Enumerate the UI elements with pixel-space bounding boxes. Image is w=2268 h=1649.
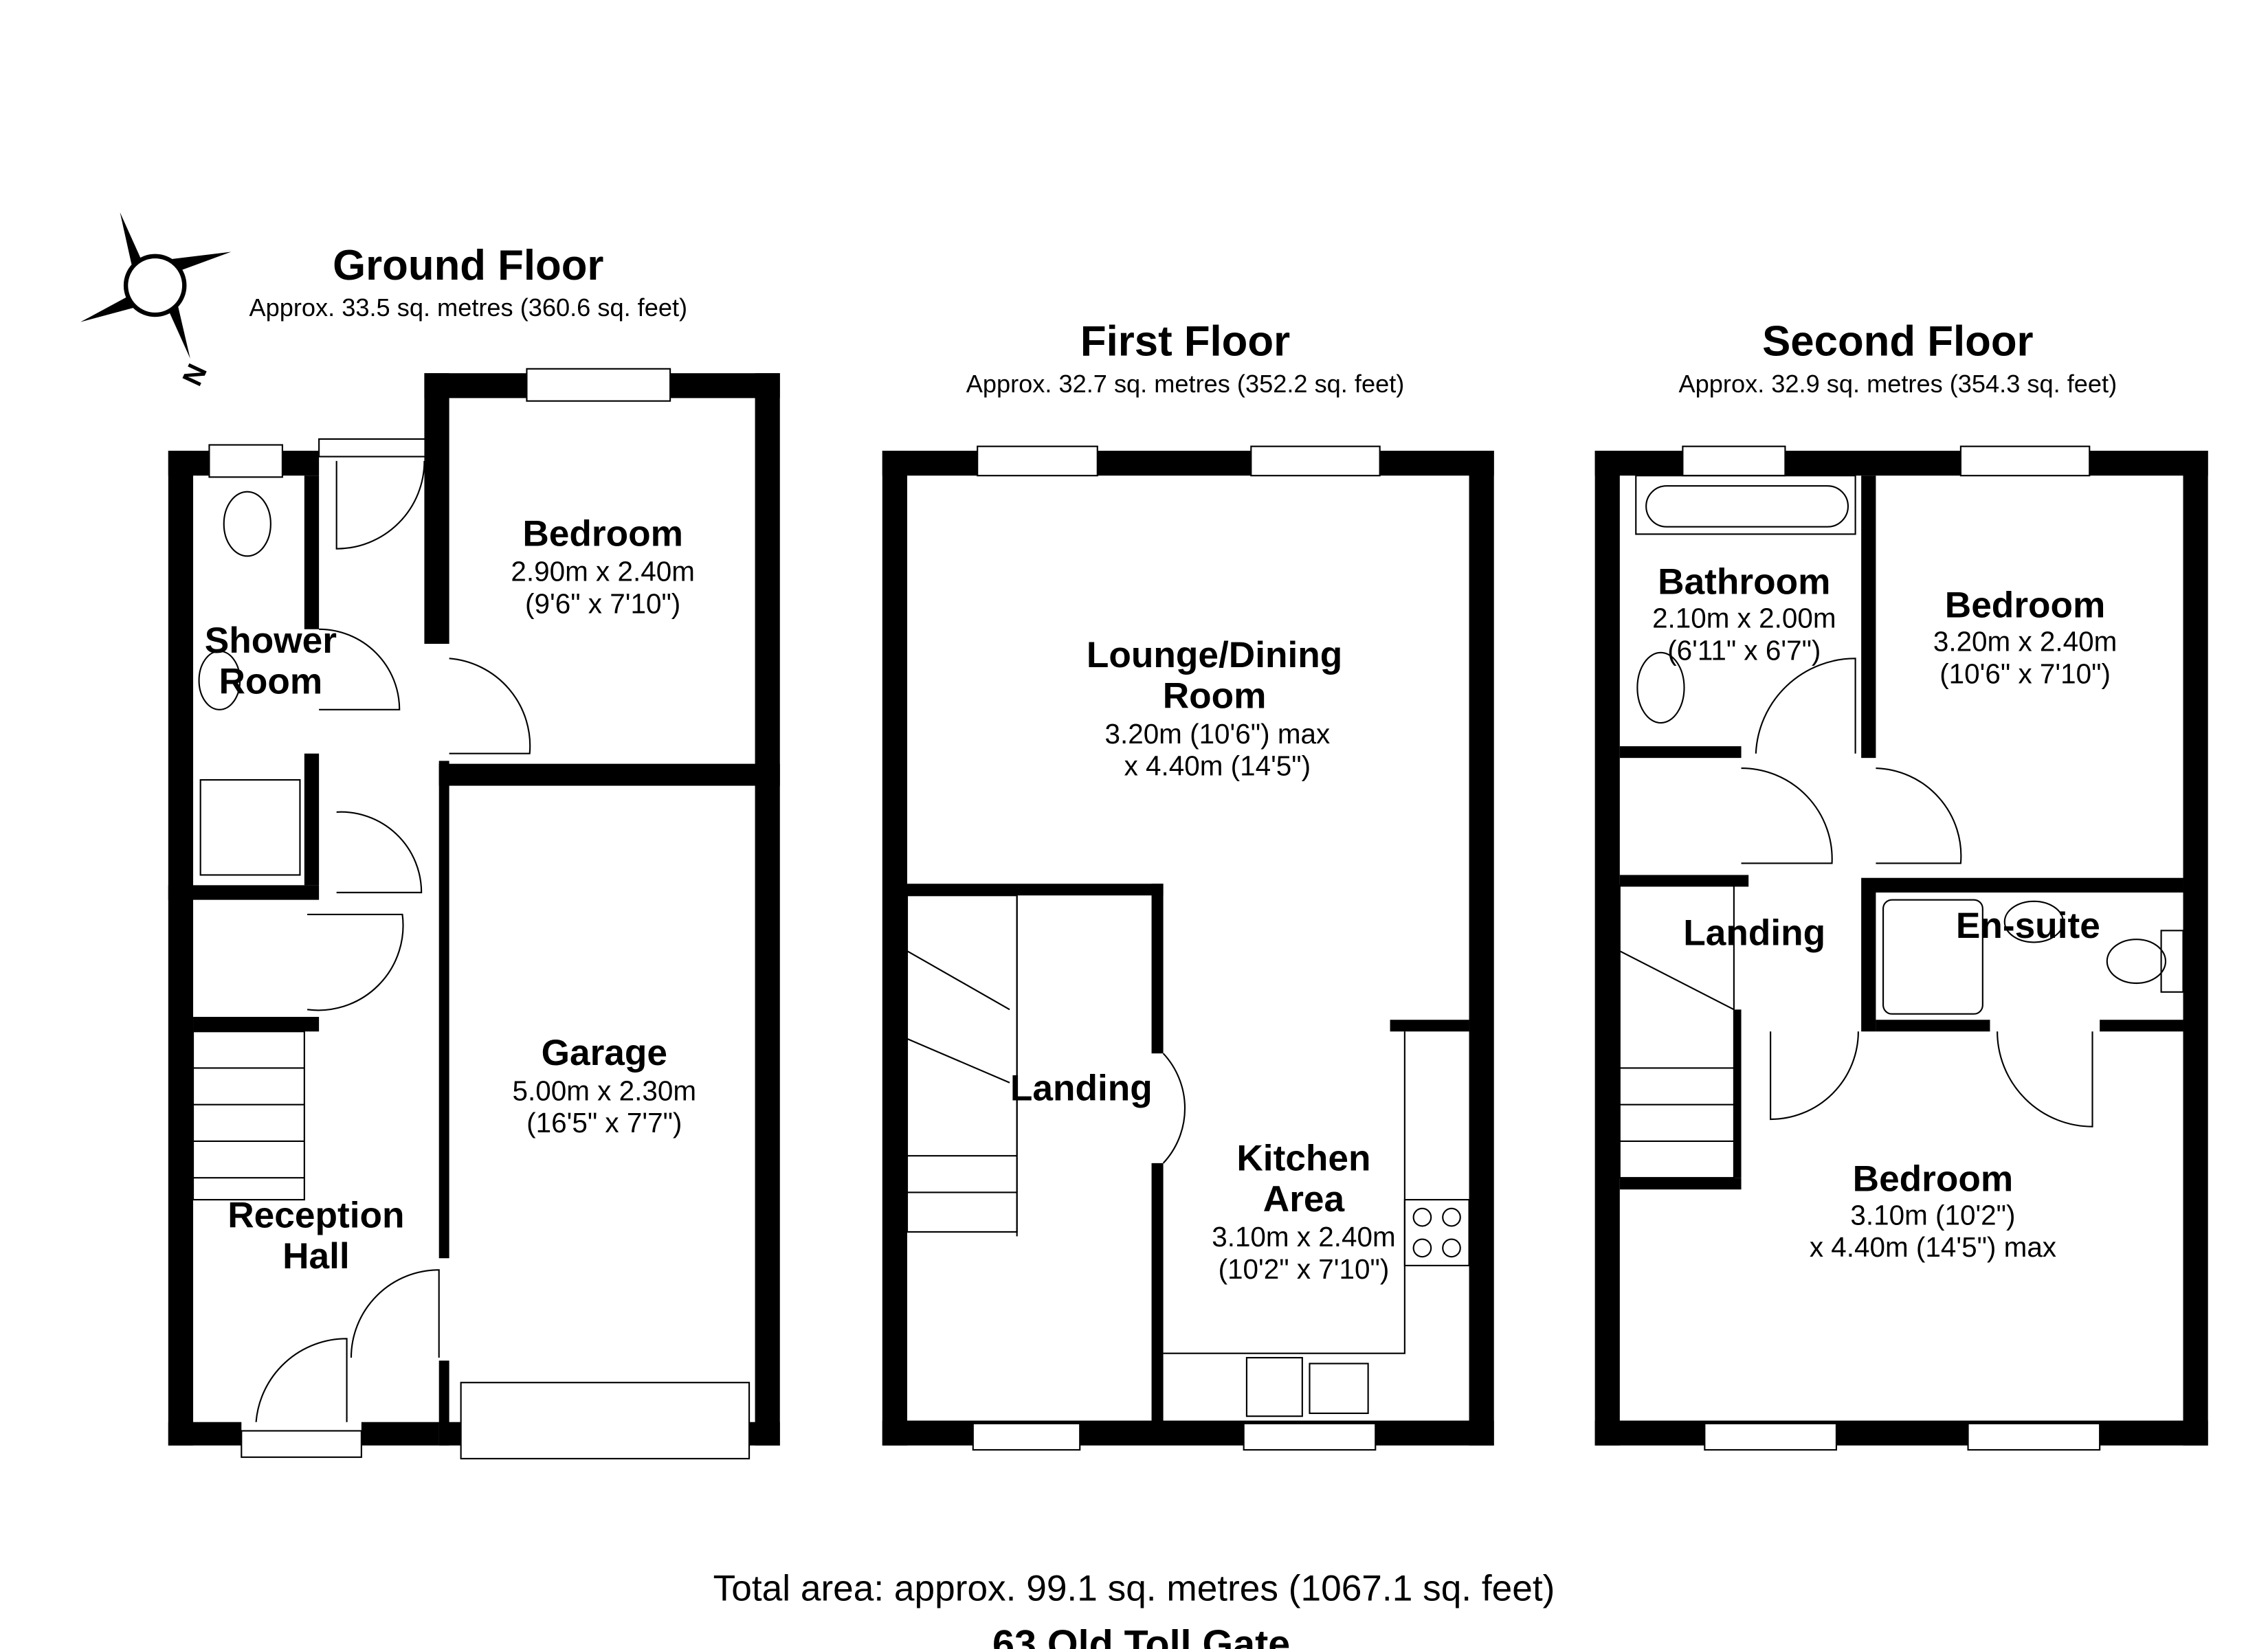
first-floor-title: First Floor (1080, 318, 1290, 366)
room-name: Bathroom (1658, 562, 1830, 603)
room-name: Landing (1010, 1068, 1153, 1108)
room-dims: 3.10m x 2.40m (1212, 1221, 1395, 1253)
room-dims: x 4.40m (14'5") max (1810, 1231, 2056, 1263)
first-floor-area: Approx. 32.7 sq. metres (352.2 sq. feet) (966, 370, 1405, 398)
total-area: Total area: approx. 99.1 sq. metres (106… (713, 1568, 1555, 1608)
room-name: Room (219, 661, 322, 702)
second-floor-area: Approx. 32.9 sq. metres (354.3 sq. feet) (1679, 370, 2117, 398)
room-dims: (10'2" x 7'10") (1219, 1253, 1390, 1285)
room-dims: (9'6" x 7'10") (525, 587, 680, 619)
room-name: Reception (227, 1196, 404, 1236)
room-name: En-suite (1956, 906, 2100, 946)
room-dims: 2.90m x 2.40m (511, 556, 694, 587)
room-name: Landing (1683, 913, 1825, 954)
svg-text:N: N (176, 359, 213, 390)
room-name: Lounge/Dining (1087, 635, 1342, 675)
room-dims: 2.10m x 2.00m (1652, 603, 1836, 634)
ground-floor-title: Ground Floor (333, 242, 603, 289)
room-dims: 3.10m (10'2") (1850, 1199, 2015, 1231)
property-address: 63 Old Toll Gate (992, 1622, 1290, 1649)
room-dims: 5.00m x 2.30m (513, 1075, 696, 1106)
second-floor: Second Floor Approx. 32.9 sq. metres (35… (1594, 318, 2208, 1451)
compass-icon: N (80, 212, 232, 390)
room-dims: 3.20m (10'6") max (1104, 718, 1330, 750)
ground-floor-area: Approx. 33.5 sq. metres (360.6 sq. feet) (249, 293, 687, 322)
room-name: Hall (282, 1236, 350, 1277)
ground-floor: Ground Floor Approx. 33.5 sq. metres (36… (168, 242, 780, 1459)
second-floor-title: Second Floor (1762, 318, 2033, 366)
room-name: Bedroom (522, 513, 683, 554)
room-dims: 3.20m x 2.40m (1933, 626, 2117, 658)
room-name: Shower (205, 620, 337, 661)
room-dims: (10'6" x 7'10") (1939, 658, 2111, 690)
room-dims: x 4.40m (14'5") (1124, 750, 1311, 782)
first-floor: First Floor Approx. 32.7 sq. metres (352… (882, 318, 1494, 1451)
room-name: Bedroom (1853, 1158, 2014, 1199)
room-name: Room (1163, 676, 1267, 717)
room-dims: (16'5" x 7'7") (526, 1107, 682, 1138)
room-name: Area (1263, 1179, 1345, 1220)
room-dims: (6'11" x 6'7") (1667, 634, 1821, 666)
room-name: Garage (542, 1033, 667, 1073)
room-name: Bedroom (1945, 585, 2106, 626)
room-name: Kitchen (1236, 1138, 1370, 1179)
